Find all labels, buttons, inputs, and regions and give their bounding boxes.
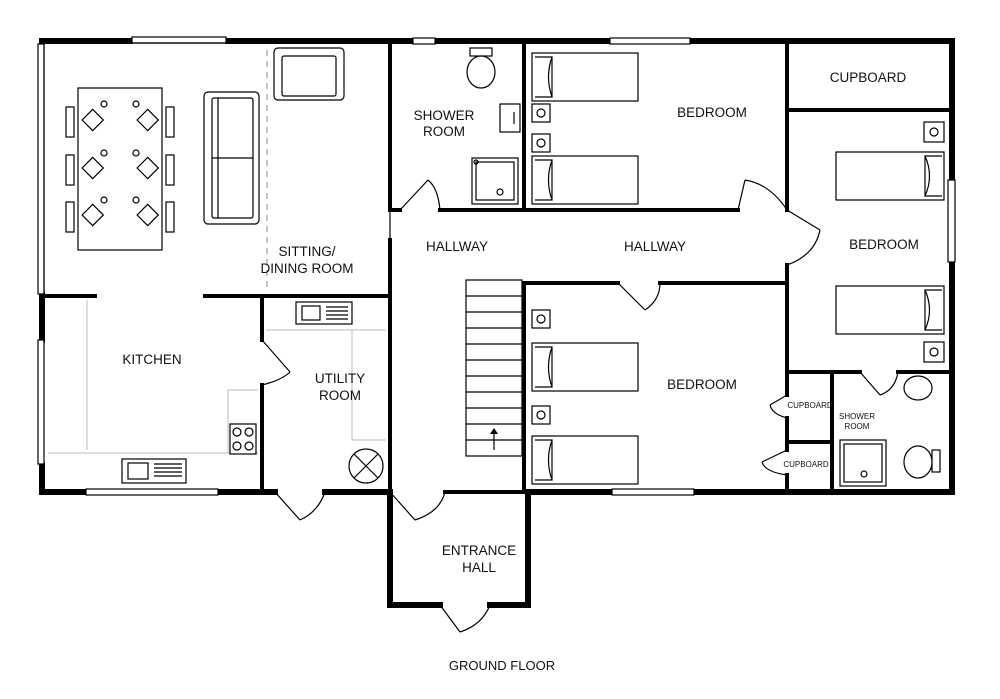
utility-units [266, 301, 386, 484]
floor-label: GROUND FLOOR [449, 658, 555, 673]
utility-label-2: ROOM [319, 388, 361, 403]
bedroom-middle-label: BEDROOM [667, 377, 737, 392]
doors [261, 179, 899, 633]
bedroom-top-beds [531, 52, 639, 205]
entrance-hall-label-2: HALL [462, 560, 496, 575]
boiler-icon [348, 448, 384, 484]
room-labels: SITTING/ DINING ROOM KITCHEN UTILITY ROO… [122, 70, 919, 673]
small-shower-label-1: SHOWER [839, 412, 875, 421]
small-shower-label-2: ROOM [845, 422, 870, 431]
shower-tray-icon [471, 157, 519, 205]
sofa [203, 91, 260, 225]
toilet-icon [466, 47, 496, 89]
interior-walls [40, 39, 954, 494]
hallway-left-label: HALLWAY [426, 239, 488, 254]
bedroom-right-label: BEDROOM [849, 237, 919, 252]
basin-icon [499, 103, 521, 133]
bedroom-middle-beds [531, 309, 639, 485]
cupboard-top-label: CUPBOARD [830, 70, 907, 85]
small-shower-fittings [839, 375, 941, 487]
hob-icon [229, 423, 257, 455]
staircase [465, 279, 523, 457]
kitchen-units [48, 300, 258, 484]
utility-label-1: UTILITY [315, 371, 365, 386]
dining-table [65, 87, 175, 251]
shower-room-fittings [466, 47, 521, 205]
bedroom-top-label: BEDROOM [677, 105, 747, 120]
shower-room-label-1: SHOWER [414, 108, 475, 123]
shower-room-label-2: ROOM [423, 124, 465, 139]
armchair [273, 47, 345, 101]
sitting-dining-label-1: SITTING/ [279, 244, 336, 259]
outer-walls [39, 38, 955, 608]
cupboard-small-2-label: CUPBOARD [783, 460, 829, 469]
hallway-right-label: HALLWAY [624, 239, 686, 254]
cupboard-small-1-label: CUPBOARD [787, 401, 833, 410]
kitchen-label: KITCHEN [122, 352, 181, 367]
entrance-hall-label-1: ENTRANCE [442, 543, 516, 558]
sitting-dining-label-2: DINING ROOM [261, 261, 354, 276]
bedroom-right-beds [835, 121, 945, 363]
